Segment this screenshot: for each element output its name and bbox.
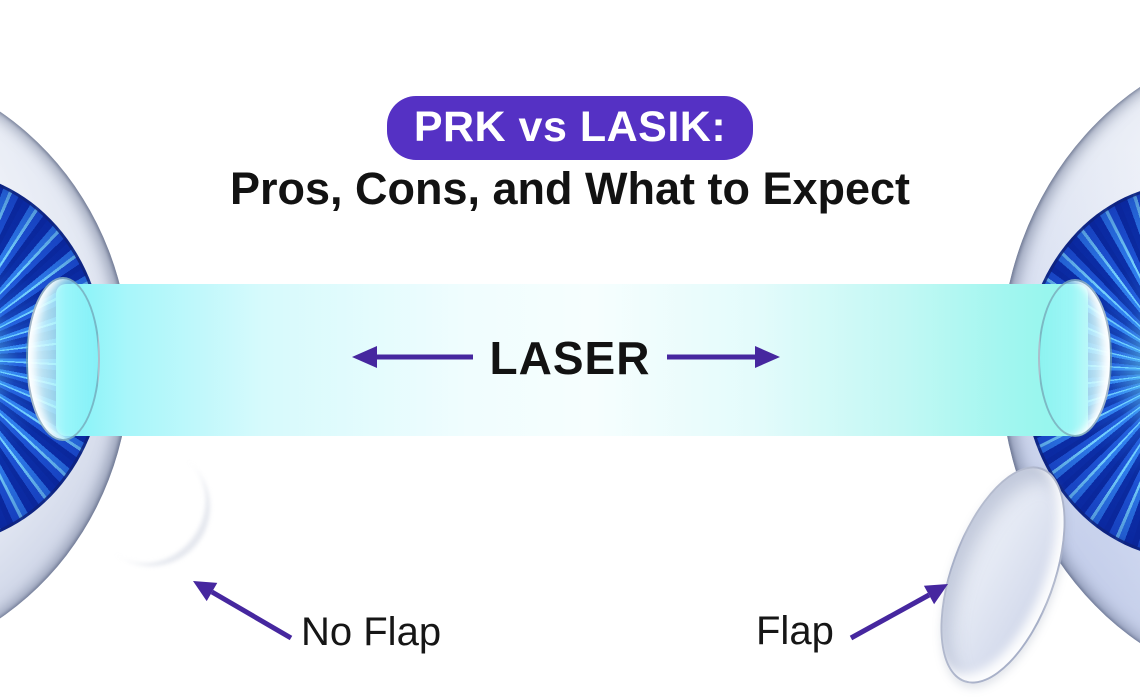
page-subtitle: Pros, Cons, and What to Expect — [229, 162, 911, 214]
laser-label: LASER — [489, 332, 651, 384]
title-badge: PRK vs LASIK: — [386, 96, 754, 160]
laser-right-arrow-icon — [667, 346, 780, 368]
laser-left-arrow-icon — [352, 346, 473, 368]
left-eye-cornea — [26, 277, 100, 441]
flap-label: Flap — [756, 609, 834, 653]
flap-pointer-arrow-icon — [849, 584, 948, 641]
title-badge-text: PRK vs LASIK: — [413, 103, 727, 151]
right-eye-cornea — [1038, 279, 1112, 437]
laser-beam — [56, 284, 1088, 436]
header: PRK vs LASIK: Pros, Cons, and What to Ex… — [0, 96, 1140, 215]
no-flap-label: No Flap — [301, 610, 442, 654]
no-flap-pointer-arrow-icon — [193, 581, 293, 641]
